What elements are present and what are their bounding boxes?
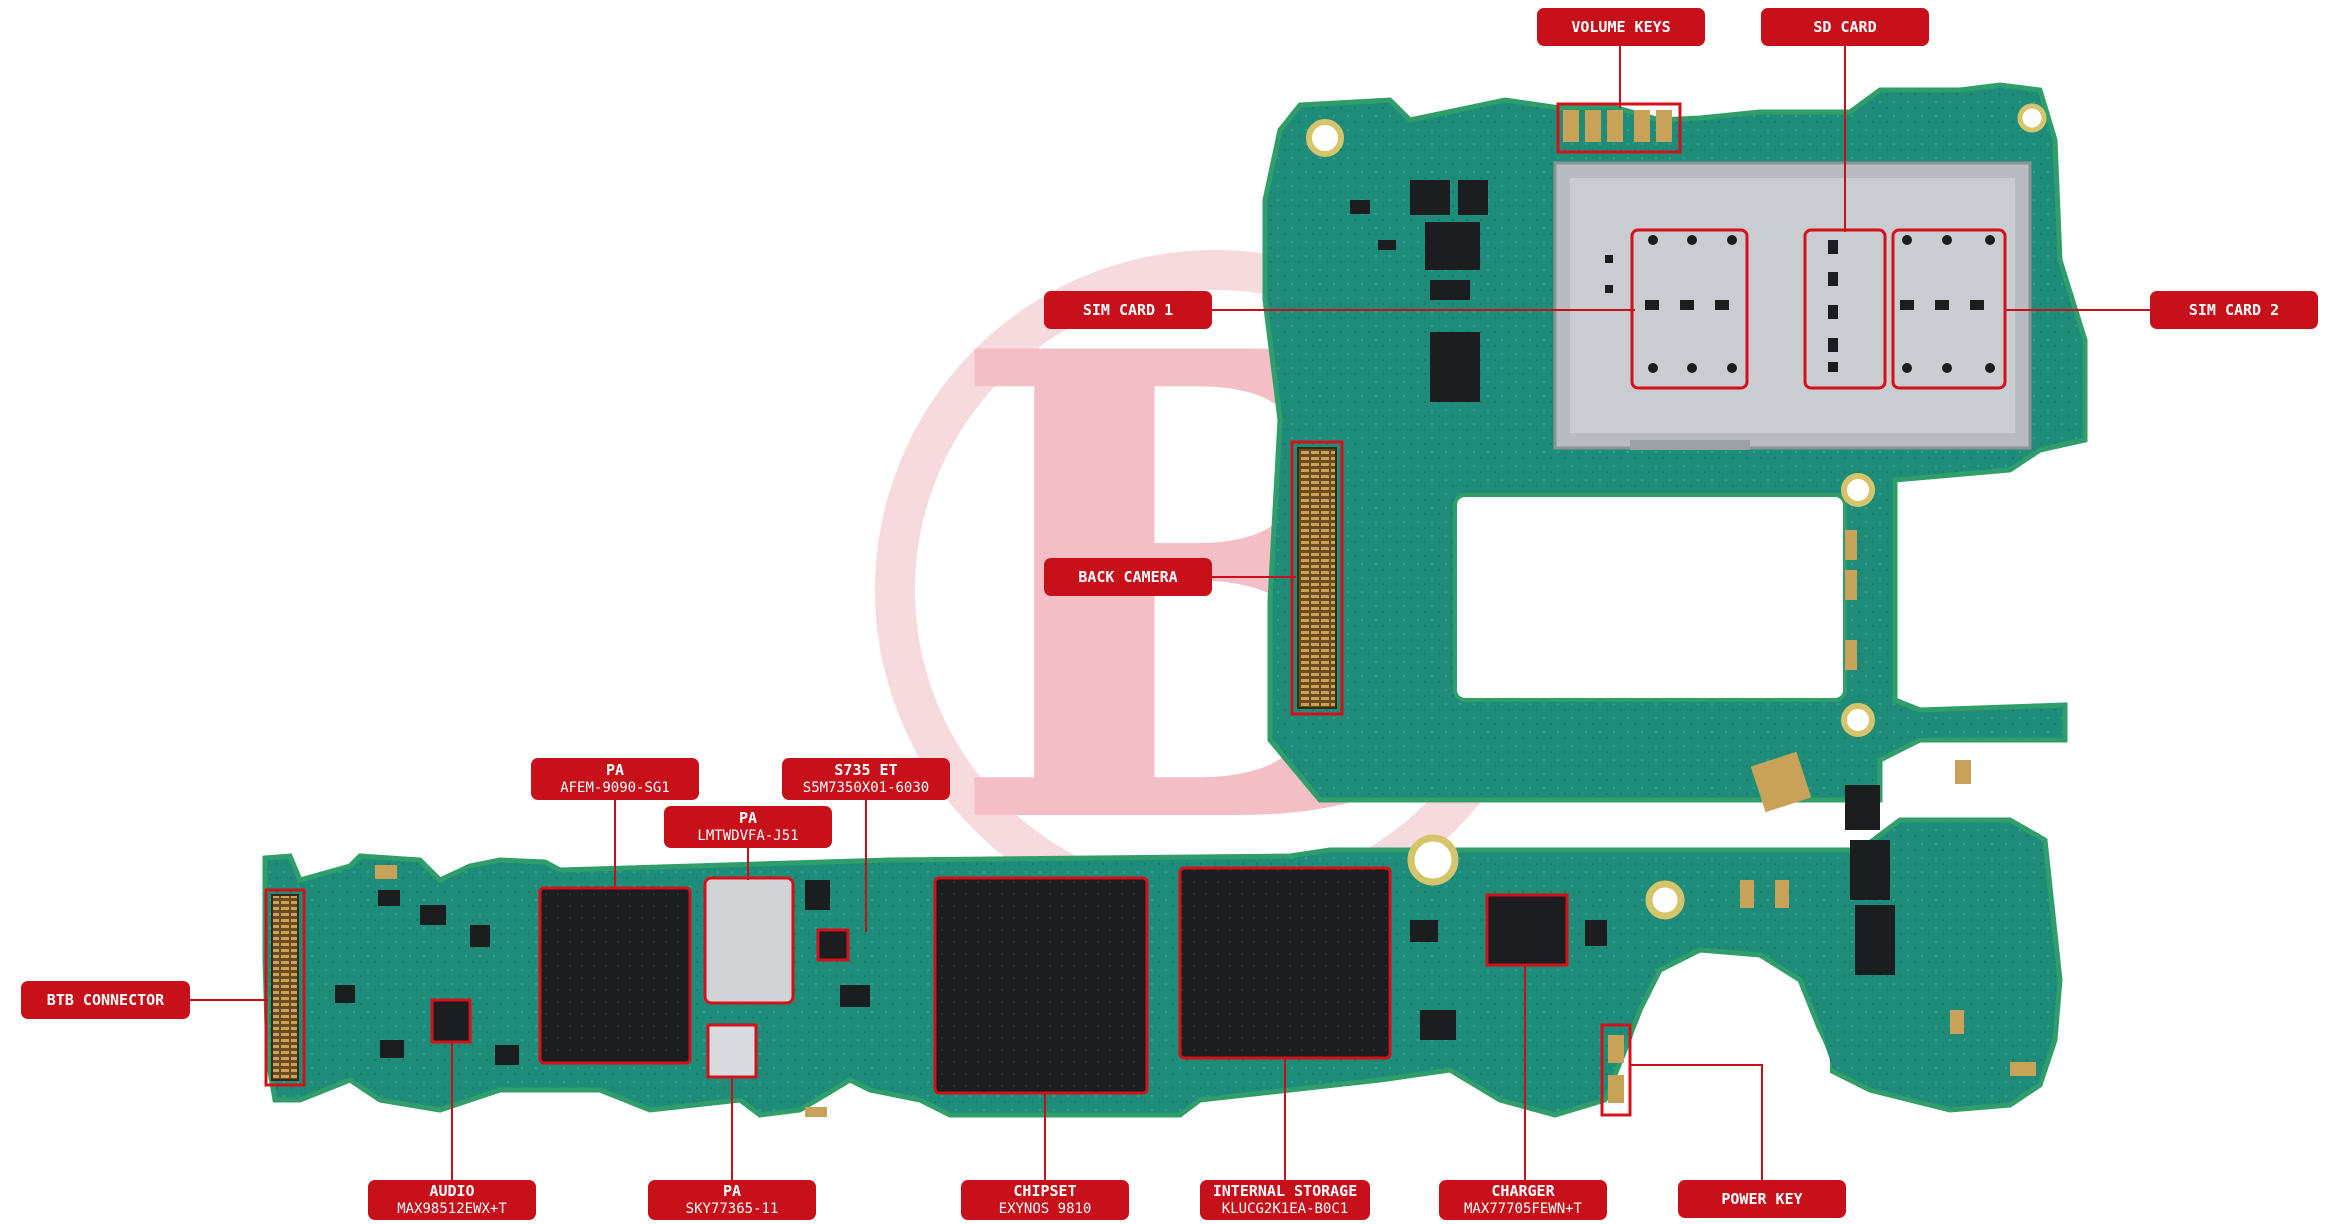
label-pa-lmtwdvfa-part: LMTWDVFA-J51 xyxy=(697,828,799,844)
label-btb-connector-title: BTB CONNECTOR xyxy=(46,991,165,1009)
label-volume-keys: VOLUME KEYS xyxy=(1537,8,1705,46)
label-audio-part: MAX98512EWX+T xyxy=(397,1201,507,1217)
label-chipset: CHIPSET EXYNOS 9810 xyxy=(961,1180,1129,1220)
label-sd-card-title: SD CARD xyxy=(1813,18,1877,36)
pa-sky-highlight xyxy=(706,1023,758,1079)
internal-storage-highlight xyxy=(1178,866,1392,1060)
label-back-camera-title: BACK CAMERA xyxy=(1078,568,1178,586)
charger-highlight xyxy=(1485,893,1569,967)
btb-connector-highlight xyxy=(264,888,306,1087)
label-back-camera: BACK CAMERA xyxy=(1044,558,1212,596)
label-internal-storage-part: KLUCG2K1EA-B0C1 xyxy=(1221,1201,1349,1217)
label-internal-storage: INTERNAL STORAGE KLUCG2K1EA-B0C1 xyxy=(1200,1180,1370,1220)
label-s735-et-part: S5M7350X01-6030 xyxy=(802,780,930,796)
label-sim-card-2: SIM CARD 2 xyxy=(2150,291,2318,329)
label-s735-et: S735 ET S5M7350X01-6030 xyxy=(782,758,950,800)
label-charger-part: MAX77705FEWN+T xyxy=(1463,1201,1582,1217)
label-pa-afem-title: PA xyxy=(605,761,625,779)
label-sd-card: SD CARD xyxy=(1761,8,1929,46)
upper-board xyxy=(1262,82,2088,813)
label-charger: CHARGER MAX77705FEWN+T xyxy=(1439,1180,1607,1220)
label-chipset-title: CHIPSET xyxy=(1013,1182,1077,1200)
label-power-key-title: POWER KEY xyxy=(1721,1190,1803,1208)
label-pa-lmtwdvfa: PA LMTWDVFA-J51 xyxy=(664,806,832,848)
chipset-highlight xyxy=(933,876,1149,1095)
label-volume-keys-title: VOLUME KEYS xyxy=(1571,18,1671,36)
label-sim-card-2-title: SIM CARD 2 xyxy=(2188,301,2280,319)
label-charger-title: CHARGER xyxy=(1491,1182,1555,1200)
leader-lines xyxy=(190,45,2150,1180)
label-btb-connector: BTB CONNECTOR xyxy=(21,981,190,1019)
label-pa-sky: PA SKY77365-11 xyxy=(648,1180,816,1220)
label-pa-lmtwdvfa-title: PA xyxy=(738,809,758,827)
label-sim-card-1: SIM CARD 1 xyxy=(1044,291,1212,329)
label-pa-afem: PA AFEM-9090-SG1 xyxy=(531,758,699,800)
label-pa-sky-title: PA xyxy=(722,1182,742,1200)
power-key-highlight xyxy=(1600,1023,1632,1117)
s735-et-highlight xyxy=(816,928,850,962)
label-audio-title: AUDIO xyxy=(429,1182,475,1200)
lower-board xyxy=(262,760,2063,1118)
label-power-key: POWER KEY xyxy=(1678,1180,1846,1218)
label-pa-afem-part: AFEM-9090-SG1 xyxy=(560,780,670,796)
label-s735-et-title: S735 ET xyxy=(834,761,898,779)
audio-highlight xyxy=(430,998,472,1044)
label-pa-sky-part: SKY77365-11 xyxy=(685,1201,779,1217)
label-audio: AUDIO MAX98512EWX+T xyxy=(368,1180,536,1220)
label-internal-storage-title: INTERNAL STORAGE xyxy=(1212,1182,1358,1200)
label-chipset-part: EXYNOS 9810 xyxy=(998,1201,1092,1217)
label-sim-card-1-title: SIM CARD 1 xyxy=(1082,301,1174,319)
